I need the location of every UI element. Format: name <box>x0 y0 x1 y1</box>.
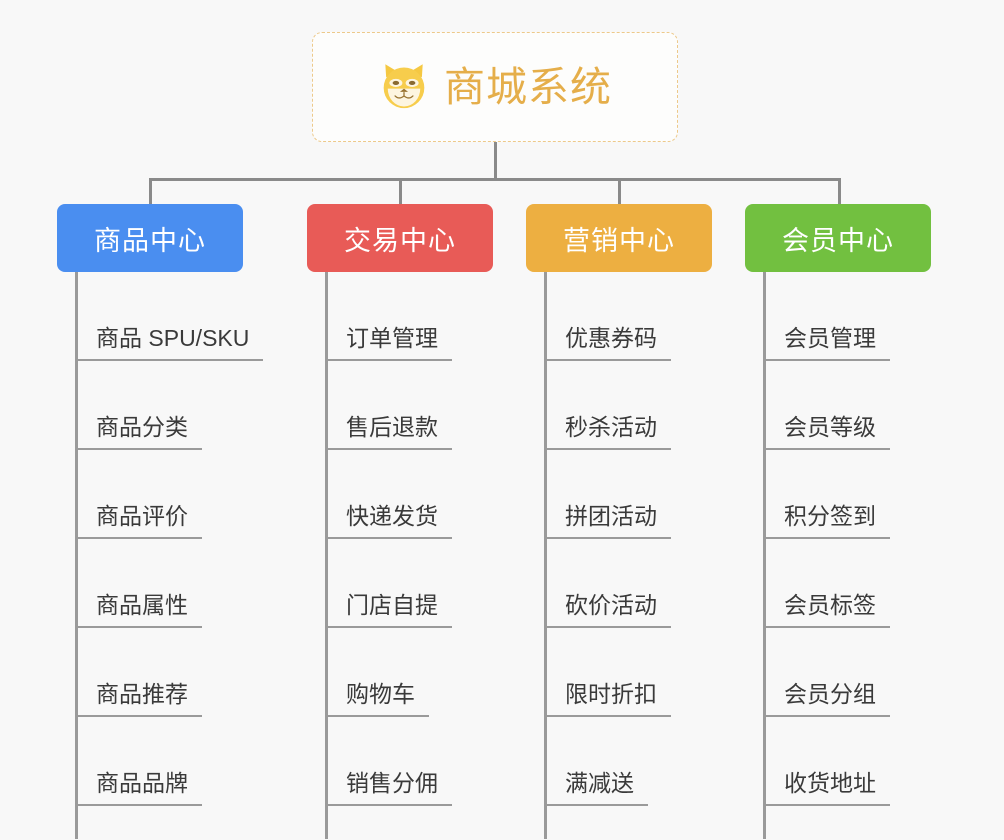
leaf-label: 拼团活动 <box>547 502 671 539</box>
leaf-item[interactable]: 商品评价 <box>57 450 243 539</box>
leaf-item[interactable]: 快递发货 <box>307 450 493 539</box>
leaf-label: 快递发货 <box>328 502 452 539</box>
leaf-item[interactable]: 购物车 <box>307 628 493 717</box>
leaf-label: 商品分类 <box>78 413 202 450</box>
connector-drop-1 <box>149 178 152 206</box>
root-node[interactable]: 商城系统 <box>312 32 678 142</box>
category-header-3-label: 营销中心 <box>563 225 675 256</box>
leaf-list-1: 商品 SPU/SKU 商品分类 商品评价 商品属性 商品推荐 商品品牌 <box>57 272 264 806</box>
leaf-label: 会员管理 <box>766 324 890 361</box>
leaf-item[interactable]: 商品分类 <box>57 361 243 450</box>
leaf-label: 商品推荐 <box>78 680 202 717</box>
category-header-1[interactable]: 商品中心 <box>57 204 243 272</box>
category-header-4-label: 会员中心 <box>782 225 894 256</box>
leaf-item[interactable]: 门店自提 <box>307 539 493 628</box>
column-spine-4 <box>763 272 766 839</box>
category-header-2-label: 交易中心 <box>344 225 456 256</box>
leaf-item[interactable]: 售后退款 <box>307 361 493 450</box>
root-title: 商城系统 <box>444 63 612 110</box>
leaf-item[interactable]: 拼团活动 <box>526 450 712 539</box>
dog-face-icon <box>383 64 425 109</box>
leaf-item[interactable]: 砍价活动 <box>526 539 712 628</box>
category-header-1-label: 商品中心 <box>94 225 206 256</box>
leaf-label: 商品品牌 <box>78 769 202 806</box>
leaf-label: 限时折扣 <box>547 680 671 717</box>
leaf-item[interactable]: 商品品牌 <box>57 717 243 806</box>
leaf-label: 订单管理 <box>328 324 452 361</box>
connector-root-stem <box>494 142 497 181</box>
leaf-list-4: 会员管理 会员等级 积分签到 会员标签 会员分组 收货地址 <box>745 272 931 806</box>
category-column-3: 营销中心 优惠券码 秒杀活动 拼团活动 砍价活动 限时折扣 满减送 <box>526 204 712 839</box>
category-column-1: 商品中心 商品 SPU/SKU 商品分类 商品评价 商品属性 商品推荐 商品品牌 <box>57 204 264 839</box>
connector-horizontal-bus <box>149 178 841 181</box>
connector-drop-4 <box>838 178 841 206</box>
leaf-item[interactable]: 会员标签 <box>745 539 931 628</box>
leaf-label: 会员分组 <box>766 680 890 717</box>
category-header-4[interactable]: 会员中心 <box>745 204 931 272</box>
leaf-item[interactable]: 商品推荐 <box>57 628 243 717</box>
leaf-label: 会员等级 <box>766 413 890 450</box>
leaf-item[interactable]: 商品属性 <box>57 539 243 628</box>
leaf-item[interactable]: 限时折扣 <box>526 628 712 717</box>
leaf-label: 购物车 <box>328 680 429 717</box>
leaf-item[interactable]: 积分签到 <box>745 450 931 539</box>
leaf-label: 门店自提 <box>328 591 452 628</box>
leaf-label: 会员标签 <box>766 591 890 628</box>
leaf-label: 优惠券码 <box>547 324 671 361</box>
category-header-3[interactable]: 营销中心 <box>526 204 712 272</box>
column-spine-2 <box>325 272 328 839</box>
column-spine-3 <box>544 272 547 839</box>
leaf-label: 售后退款 <box>328 413 452 450</box>
category-header-2[interactable]: 交易中心 <box>307 204 493 272</box>
leaf-label: 商品属性 <box>78 591 202 628</box>
leaf-label: 商品评价 <box>78 502 202 539</box>
leaf-item[interactable]: 会员管理 <box>745 272 931 361</box>
leaf-label: 砍价活动 <box>547 591 671 628</box>
leaf-item[interactable]: 销售分佣 <box>307 717 493 806</box>
leaf-label: 商品 SPU/SKU <box>78 324 264 361</box>
connector-drop-2 <box>399 178 402 206</box>
leaf-item[interactable]: 会员分组 <box>745 628 931 717</box>
category-column-2: 交易中心 订单管理 售后退款 快递发货 门店自提 购物车 销售分佣 <box>307 204 493 839</box>
leaf-item[interactable]: 收货地址 <box>745 717 931 806</box>
leaf-label: 秒杀活动 <box>547 413 671 450</box>
leaf-label: 销售分佣 <box>328 769 452 806</box>
leaf-label: 收货地址 <box>766 769 890 806</box>
leaf-list-2: 订单管理 售后退款 快递发货 门店自提 购物车 销售分佣 <box>307 272 493 806</box>
leaf-item[interactable]: 优惠券码 <box>526 272 712 361</box>
leaf-label: 满减送 <box>547 769 648 806</box>
leaf-item[interactable]: 会员等级 <box>745 361 931 450</box>
leaf-item[interactable]: 满减送 <box>526 717 712 806</box>
leaf-item[interactable]: 订单管理 <box>307 272 493 361</box>
column-spine-1 <box>75 272 78 839</box>
leaf-item[interactable]: 秒杀活动 <box>526 361 712 450</box>
leaf-list-3: 优惠券码 秒杀活动 拼团活动 砍价活动 限时折扣 满减送 <box>526 272 712 806</box>
category-column-4: 会员中心 会员管理 会员等级 积分签到 会员标签 会员分组 收货地址 <box>745 204 931 839</box>
leaf-item[interactable]: 商品 SPU/SKU <box>57 272 264 361</box>
connector-drop-3 <box>618 178 621 206</box>
leaf-label: 积分签到 <box>766 502 890 539</box>
